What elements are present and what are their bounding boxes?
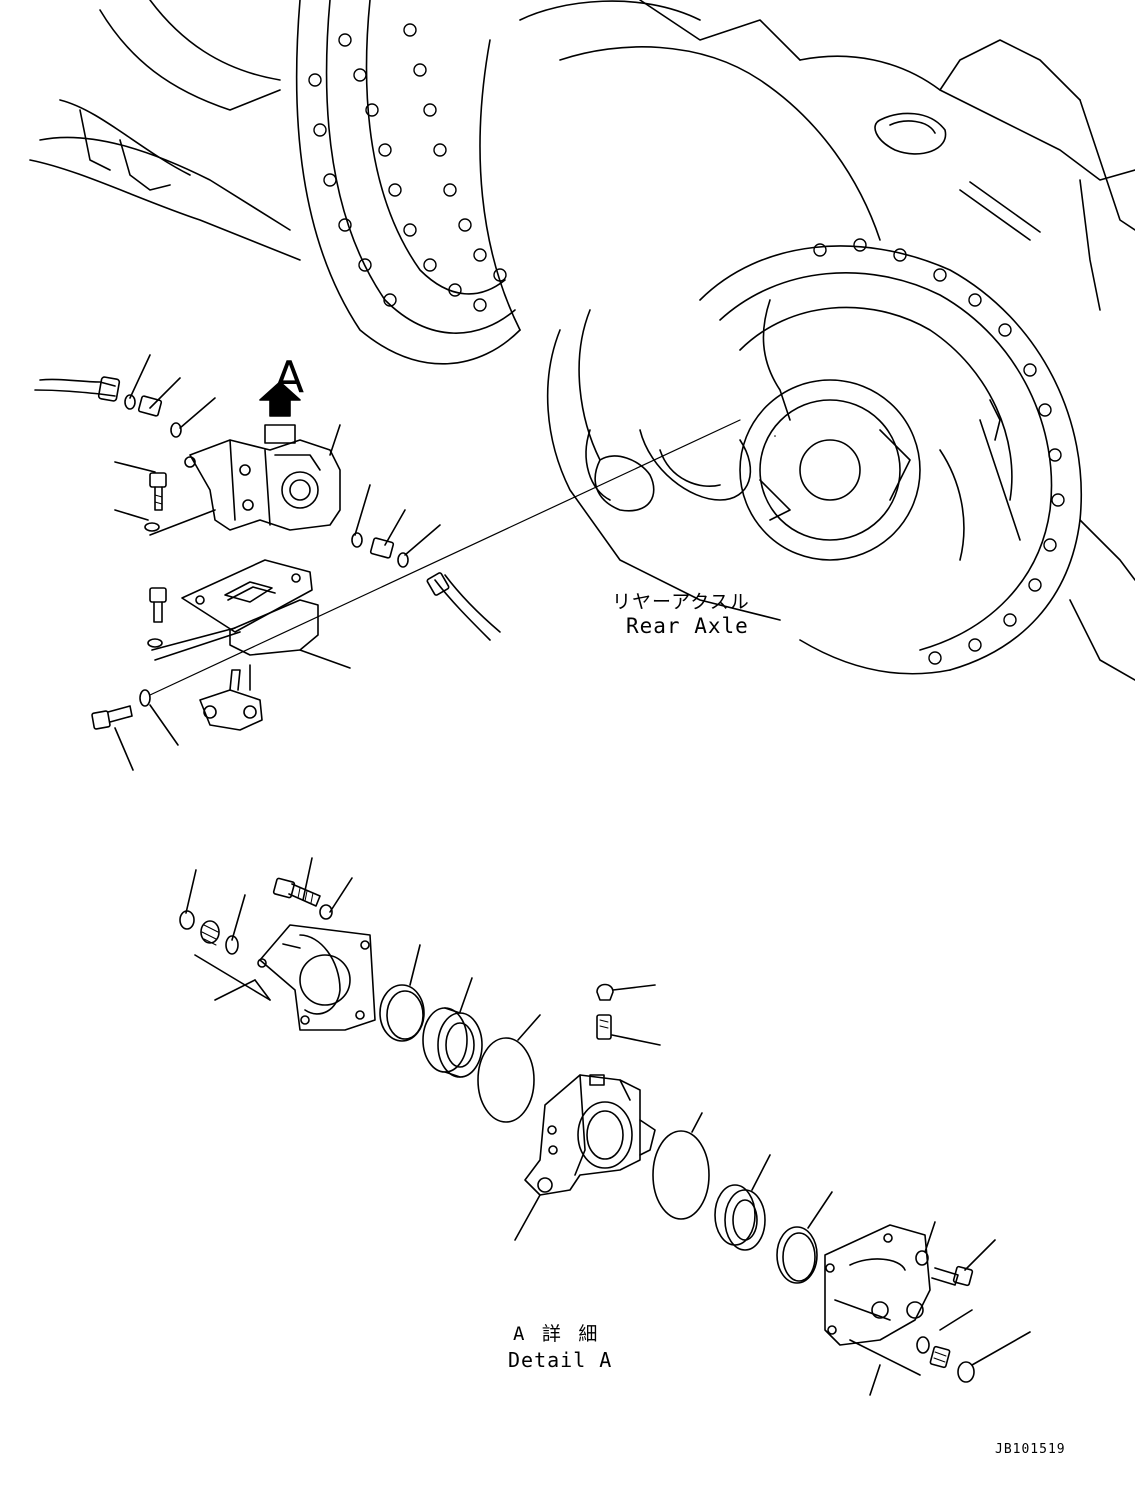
- detail-a-label-jp: A 詳 細: [513, 1323, 601, 1345]
- sensor-mount-assembly: [35, 355, 500, 770]
- rear-axle-label-en: Rear Axle: [626, 614, 749, 638]
- rear-axle-label-jp: リヤーアクスル: [612, 591, 750, 613]
- detail-callout-letter: A: [274, 352, 305, 403]
- detail-a-label-en: Detail A: [508, 1348, 613, 1372]
- drawing-id: JB101519: [995, 1442, 1066, 1457]
- detail-a-exploded-parts: [180, 858, 1030, 1395]
- rear-axle-housing: [30, 0, 1135, 695]
